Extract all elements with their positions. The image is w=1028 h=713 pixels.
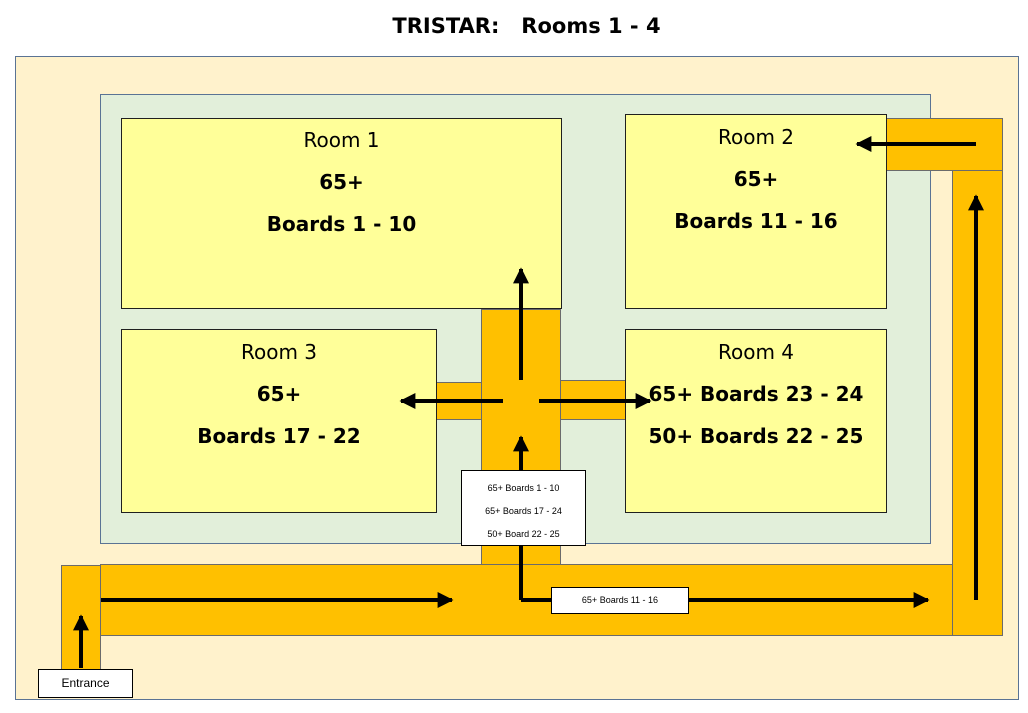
room-1-name: Room 1 [303, 128, 380, 152]
entrance-label: Entrance [38, 669, 133, 698]
room-3-boards: Boards 17 - 22 [197, 424, 361, 448]
junction-note-line-3: 50+ Board 22 - 25 [487, 529, 560, 539]
room-3-name: Room 3 [240, 340, 318, 364]
junction-note: 65+ Boards 1 - 10 65+ Boards 17 - 24 50+… [461, 470, 586, 546]
corridor-note: 65+ Boards 11 - 16 [551, 587, 689, 614]
room-4: Room 4 65+ Boards 23 - 24 50+ Boards 22 … [625, 329, 887, 513]
room-3: Room 3 65+ Boards 17 - 22 [121, 329, 437, 513]
page-title: TRISTAR: Rooms 1 - 4 [392, 14, 661, 38]
room-2: Room 2 65+ Boards 11 - 16 [625, 114, 887, 309]
room-4-boards-50: 50+ Boards 22 - 25 [648, 424, 864, 448]
room-1-age-group: 65+ [319, 170, 364, 194]
room-1-boards: Boards 1 - 10 [266, 212, 417, 236]
room-1: Room 1 65+ Boards 1 - 10 [121, 118, 562, 309]
room-2-name: Room 2 [717, 125, 795, 149]
junction-note-line-1: 65+ Boards 1 - 10 [487, 483, 560, 493]
room-4-name: Room 4 [717, 340, 795, 364]
room-3-age-group: 65+ [256, 382, 302, 406]
room-2-boards: Boards 11 - 16 [674, 209, 838, 233]
junction-note-line-2: 65+ Boards 17 - 24 [485, 506, 562, 516]
room-2-age-group: 65+ [733, 167, 779, 191]
room-4-boards-65: 65+ Boards 23 - 24 [648, 382, 864, 406]
